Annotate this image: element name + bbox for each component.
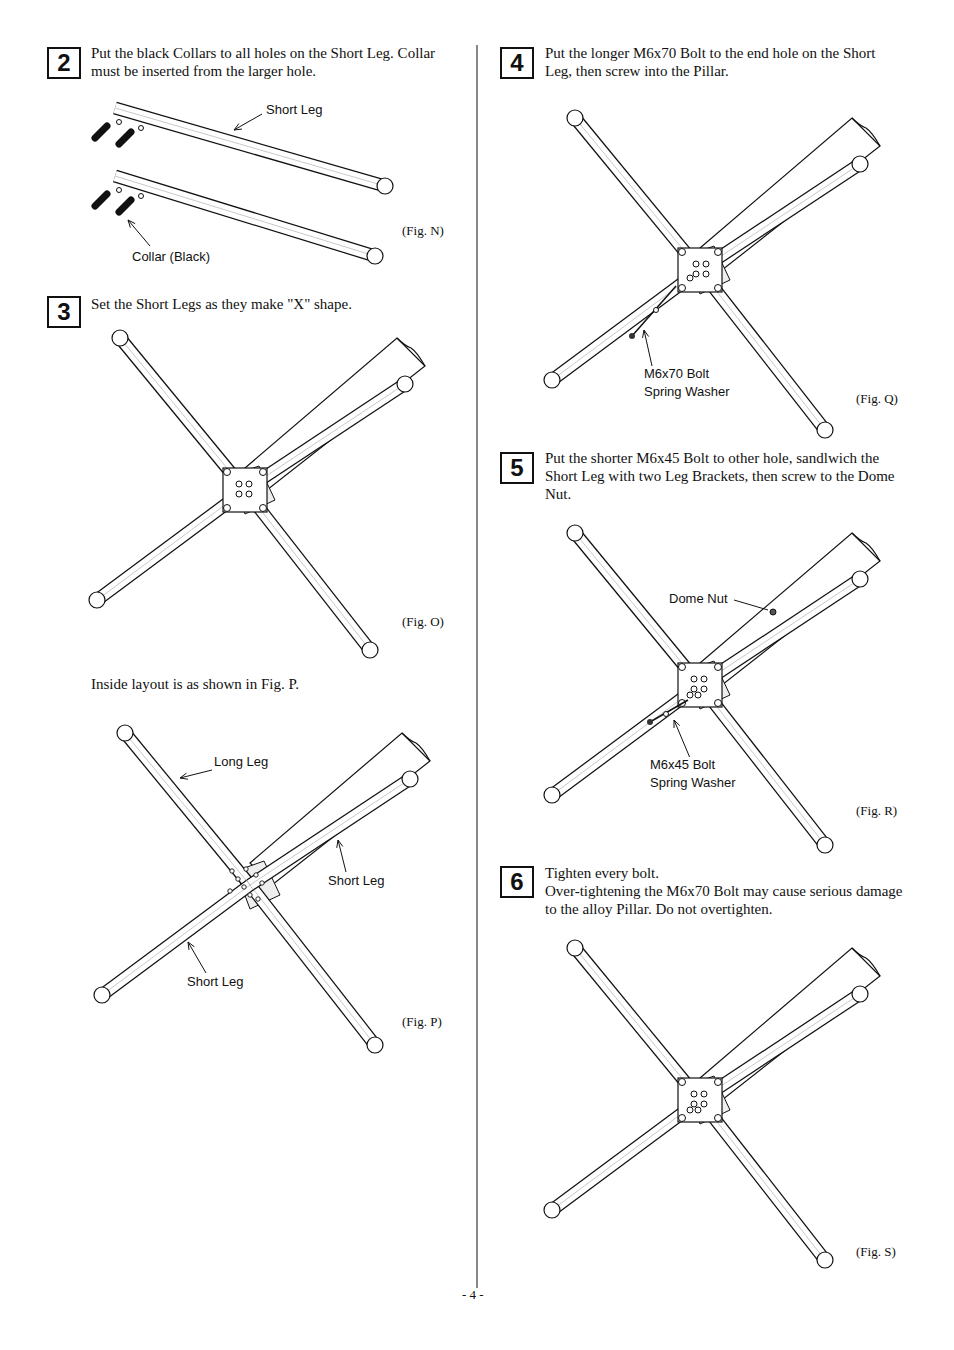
long-leg	[567, 110, 700, 270]
part-label: Short Leg	[186, 974, 244, 990]
short-leg	[89, 490, 245, 608]
long-leg	[245, 490, 378, 658]
collar	[95, 194, 107, 206]
leader-line	[188, 942, 206, 973]
page-number: - 4 -	[462, 1287, 484, 1303]
column-divider	[477, 45, 478, 1288]
part-label: Dome Nut	[668, 591, 729, 607]
instruction-text: Put the longer M6x70 Bolt to the end hol…	[545, 44, 905, 80]
figure-label: (Fig. O)	[402, 614, 444, 630]
step-number: 3	[57, 298, 70, 326]
arrow-head	[674, 720, 680, 728]
step-number-box: 4	[500, 47, 534, 79]
leg-bracket	[678, 248, 722, 292]
leader-line	[128, 220, 150, 246]
arrow-head	[234, 124, 242, 130]
leader-line	[734, 600, 768, 610]
short-leg	[250, 771, 418, 885]
step-number-box: 5	[500, 452, 534, 484]
instruction-text: Put the shorter M6x45 Bolt to other hole…	[545, 449, 910, 503]
short-leg	[700, 156, 868, 270]
collar	[95, 126, 107, 138]
collar	[119, 132, 131, 144]
figure-label: (Fig. Q)	[856, 391, 898, 407]
part-label: Short Leg	[327, 873, 385, 889]
instruction-text: Put the black Collars to all holes on th…	[91, 44, 451, 80]
short-leg	[115, 176, 383, 264]
long-leg	[700, 685, 833, 853]
instruction-text: Tighten every bolt.	[545, 864, 910, 882]
part-label: Short Leg	[265, 102, 323, 118]
short-leg	[700, 986, 868, 1100]
part-label: Collar (Black)	[131, 249, 211, 265]
leg-frame	[544, 940, 880, 1268]
short-leg	[115, 108, 393, 194]
instruction-text: Inside layout is as shown in Fig. P.	[91, 675, 451, 693]
instruction-text: Set the Short Legs as they make "X" shap…	[91, 295, 451, 313]
leg-bracket	[678, 1078, 722, 1122]
short-leg	[94, 885, 250, 1003]
part-label: Spring Washer	[649, 775, 737, 791]
long-leg	[112, 330, 245, 490]
long-leg	[250, 885, 383, 1053]
step-number: 4	[510, 49, 523, 77]
long-leg	[117, 725, 250, 885]
figure-label: (Fig. N)	[402, 223, 444, 239]
leg-frame	[544, 110, 880, 438]
leg-frame	[544, 525, 880, 853]
figure-label: (Fig. R)	[856, 803, 897, 819]
pillar	[700, 533, 880, 685]
warning-text: Over-tightening the M6x70 Bolt may cause…	[545, 882, 910, 918]
step-number-box: 2	[47, 47, 81, 79]
pillar	[700, 118, 880, 270]
pillar	[245, 338, 425, 490]
leader-line	[674, 720, 690, 758]
arrow-head	[643, 330, 649, 338]
long-leg	[567, 940, 700, 1100]
short-leg	[544, 1100, 700, 1218]
pillar	[700, 948, 880, 1100]
part-label: Long Leg	[213, 754, 269, 770]
long-leg	[700, 270, 833, 438]
leg-frame	[94, 725, 430, 1053]
figure-label: (Fig. S)	[856, 1244, 896, 1260]
long-leg	[700, 1100, 833, 1268]
step-number: 6	[510, 868, 523, 896]
leg-bracket	[678, 663, 722, 707]
leader-line	[234, 114, 262, 130]
step-number-box: 3	[47, 296, 81, 328]
figure-label: (Fig. P)	[402, 1014, 442, 1030]
arrow-head	[128, 220, 135, 228]
part-label: M6x45 Bolt	[649, 757, 716, 773]
step-number-box: 6	[500, 866, 534, 898]
short-leg	[245, 376, 413, 490]
part-label: Spring Washer	[643, 384, 731, 400]
short-leg	[700, 571, 868, 685]
step-number: 5	[510, 454, 523, 482]
leg-frame	[89, 330, 425, 658]
short-leg	[95, 176, 383, 264]
pillar	[250, 733, 430, 885]
arrow-head	[188, 942, 194, 950]
collar	[119, 200, 131, 212]
arrow-head	[337, 840, 343, 848]
step-number: 2	[57, 49, 70, 77]
part-label: M6x70 Bolt	[643, 366, 710, 382]
leg-bracket	[223, 468, 267, 512]
arrow-head	[180, 773, 188, 779]
